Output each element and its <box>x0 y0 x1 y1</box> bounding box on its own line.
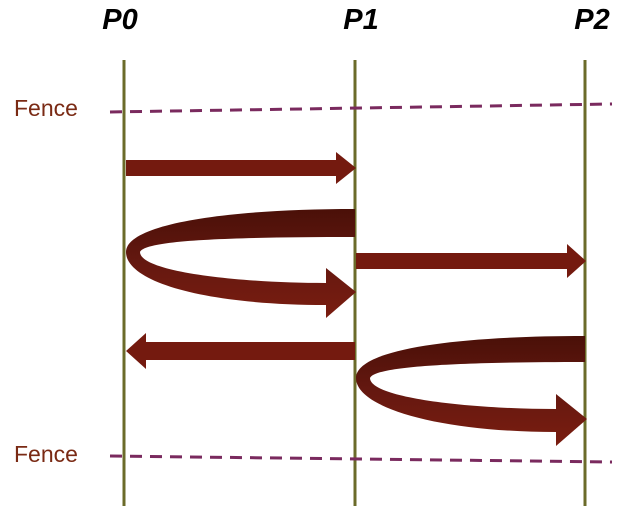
arrow-curve-p2-p1-p2 <box>356 336 587 446</box>
fence-line-top <box>109 102 613 114</box>
process-label-p2: P2 <box>574 4 609 36</box>
arrow-curve-p1-p0-p1 <box>126 209 356 318</box>
fence-label-bottom: Fence <box>14 441 78 467</box>
fence-label-top: Fence <box>14 95 78 121</box>
process-label-p0: P0 <box>102 4 137 36</box>
fence-line-bottom <box>109 454 613 464</box>
process-label-p1: P1 <box>343 4 378 36</box>
arrow-p1-to-p2 <box>356 244 586 278</box>
arrow-p1-to-p0 <box>126 333 355 369</box>
arrow-p0-to-p1 <box>126 152 356 184</box>
